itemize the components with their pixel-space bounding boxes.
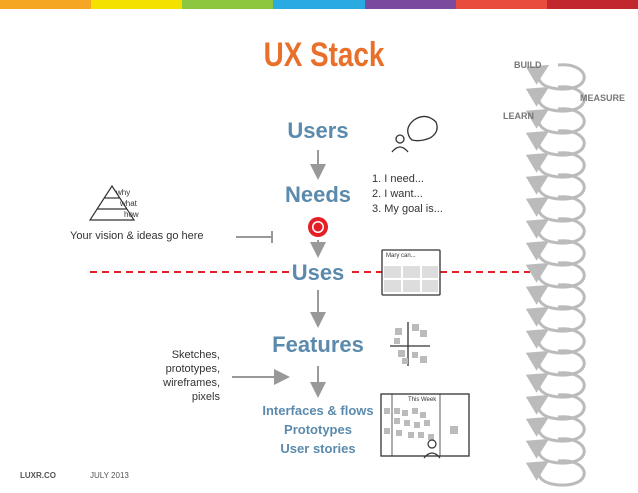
- color-segment: [364, 0, 456, 9]
- color-segment: [182, 0, 274, 9]
- top-color-bar: [0, 0, 638, 9]
- pyramid-label-how: how: [124, 210, 139, 219]
- pyramid-label-why: why: [116, 188, 131, 197]
- sketches-line: prototypes,: [165, 363, 220, 375]
- output-item: User stories: [280, 441, 356, 456]
- uses-card-label: Mary can...: [386, 253, 416, 259]
- page-title: UX Stack: [263, 36, 385, 74]
- output-item: Prototypes: [284, 422, 352, 437]
- pyramid-icon: [88, 184, 136, 221]
- color-segment: [91, 0, 183, 9]
- outputs-list: Interfaces & flows Prototypes User stori…: [238, 401, 398, 458]
- needs-item: 2. I want...: [372, 188, 423, 200]
- output-item: Interfaces & flows: [262, 403, 374, 418]
- user-speech-icon: [391, 115, 438, 153]
- sketches-text: Sketches, prototypes, wireframes, pixels: [130, 348, 220, 404]
- uses-storyboard-icon: [381, 249, 441, 296]
- footer-date: JULY 2013: [90, 471, 129, 480]
- target-icon: [308, 217, 328, 237]
- features-affinity-icon: [390, 322, 430, 366]
- footer-brand: LUXR.CO: [20, 471, 56, 480]
- pyramid-label-what: what: [120, 199, 137, 208]
- loop-label-learn: LEARN: [503, 111, 534, 121]
- stage-features: Features: [272, 332, 364, 357]
- sketches-line: Sketches,: [171, 349, 220, 361]
- stage-users: Users: [287, 118, 349, 143]
- needs-item: 1. I need...: [372, 173, 424, 185]
- color-segment: [455, 0, 547, 9]
- color-segment: [546, 0, 638, 9]
- color-segment: [273, 0, 365, 9]
- color-segment: [0, 0, 92, 9]
- build-measure-learn-loops: [525, 63, 586, 487]
- needs-item: 3. My goal is...: [372, 203, 443, 215]
- needs-list: 1. I need... 2. I want... 3. My goal is.…: [372, 172, 443, 217]
- sketches-line: wireframes,: [163, 377, 220, 389]
- loop-cycle: [525, 459, 586, 487]
- loop-label-measure: MEASURE: [580, 93, 626, 103]
- stage-needs: Needs: [284, 182, 352, 207]
- kanban-board-icon: [380, 393, 470, 459]
- board-label: This Week: [408, 397, 437, 403]
- stage-uses: Uses: [291, 260, 345, 285]
- sketches-line: pixels: [191, 391, 220, 403]
- loop-label-build: BUILD: [514, 60, 542, 70]
- vision-text: Your vision & ideas go here: [70, 230, 204, 242]
